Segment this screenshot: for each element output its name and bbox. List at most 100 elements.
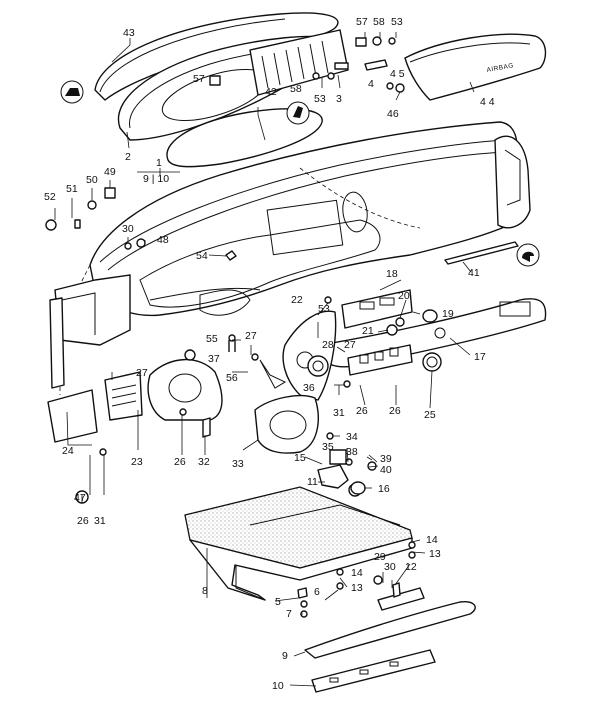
callout-26-center: 26 — [356, 405, 368, 417]
callout-20: 20 — [398, 290, 410, 302]
callout-24: 24 — [62, 445, 74, 457]
callout-31-center: 31 — [333, 407, 345, 419]
round-plug-19 — [422, 309, 438, 323]
callout-labels: 43 2 42 57 1 9 | 10 57 58 53 58 53 3 4 4… — [44, 16, 495, 692]
kneebar-24 — [47, 389, 98, 443]
callout-45: 4 5 — [390, 68, 405, 80]
callout-55: 55 — [206, 333, 218, 345]
callout-32: 32 — [198, 456, 210, 468]
callout-35: 35 — [322, 441, 334, 453]
clip-21 — [386, 324, 398, 336]
callout-28: 28 — [322, 339, 334, 351]
speaker-28 — [307, 355, 329, 377]
callout-13-right: 13 — [429, 548, 441, 560]
callout-42: 42 — [265, 86, 277, 98]
lhd-car-icon — [60, 80, 84, 104]
grab-handle-9 — [304, 600, 476, 659]
right-side-end-piece — [494, 135, 531, 229]
callout-49: 49 — [104, 166, 116, 178]
fasteners — [45, 36, 416, 618]
callout-13-bottom: 13 — [351, 582, 363, 594]
leader-lines — [54, 32, 475, 687]
speaker-grille-33 — [254, 395, 319, 454]
callout-40: 40 — [380, 464, 392, 476]
callout-21: 21 — [362, 325, 374, 337]
callout-52: 52 — [44, 191, 56, 203]
callout-6: 6 — [314, 586, 320, 598]
callout-9-10: 9 | 10 — [143, 173, 169, 185]
hinge-12 — [377, 587, 425, 611]
seal-42 — [166, 108, 323, 168]
callout-53-top: 53 — [391, 16, 403, 28]
small-badge-57 — [209, 75, 221, 86]
airbag-label: AIRBAG — [486, 62, 514, 74]
trim-strip-41 — [444, 241, 519, 265]
callout-1: 1 — [156, 157, 162, 169]
callout-46: 46 — [387, 108, 399, 120]
callout-34: 34 — [346, 431, 358, 443]
callout-12: 12 — [405, 561, 417, 573]
callout-54: 54 — [196, 250, 208, 262]
center-console-22 — [282, 310, 337, 401]
callout-2: 2 — [125, 151, 131, 163]
callout-25: 25 — [424, 409, 436, 421]
glovebox-lid-8 — [184, 486, 413, 601]
callout-14-bottom: 14 — [351, 567, 363, 579]
callout-36: 36 — [303, 382, 315, 394]
callout-58-top: 58 — [373, 16, 385, 28]
callout-16: 16 — [378, 483, 390, 495]
callout-14-right: 14 — [426, 534, 438, 546]
callout-26-left: 26 — [174, 456, 186, 468]
round-vent-25 — [422, 352, 442, 372]
callout-23: 23 — [131, 456, 143, 468]
bracket-rail-10 — [311, 649, 436, 693]
switch-panel-18 — [341, 289, 413, 329]
callout-57-top: 57 — [356, 16, 368, 28]
callout-30-left: 30 — [122, 223, 134, 235]
rhd-car-icon — [286, 101, 310, 125]
callout-7: 7 — [286, 608, 292, 620]
arrow-icon — [516, 243, 540, 267]
callout-37: 37 — [208, 353, 220, 365]
callout-26-right: 26 — [389, 405, 401, 417]
callout-10: 10 — [272, 680, 284, 692]
callout-33: 33 — [232, 458, 244, 470]
callout-56: 56 — [226, 372, 238, 384]
callout-39: 39 — [380, 453, 392, 465]
clip-20 — [395, 317, 405, 327]
left-side-bracket — [49, 274, 131, 389]
callout-53-center: 53 — [318, 303, 330, 315]
callout-57-cluster: 57 — [193, 73, 205, 85]
callout-38: 38 — [346, 446, 358, 458]
callout-8: 8 — [202, 585, 208, 597]
callout-22: 22 — [291, 294, 303, 306]
callout-31-left: 31 — [94, 515, 106, 527]
callout-44: 4 4 — [480, 96, 495, 108]
callout-48: 48 — [157, 234, 169, 246]
callout-27-center: 27 — [245, 330, 257, 342]
callout-41: 41 — [468, 267, 480, 279]
switch-plate — [347, 344, 413, 376]
airbag-cover: AIRBAG — [404, 33, 547, 101]
callout-58-mid: 58 — [290, 83, 302, 95]
callout-5: 5 — [275, 596, 281, 608]
vent-housing-23 — [104, 371, 143, 421]
callout-19: 19 — [442, 308, 454, 320]
callout-17: 17 — [474, 351, 486, 363]
callout-47: 47 — [74, 492, 86, 504]
callout-27-right: 27 — [344, 339, 356, 351]
callout-4: 4 — [368, 78, 374, 90]
callout-50: 50 — [86, 174, 98, 186]
callout-53-mid: 53 — [314, 93, 326, 105]
callout-15: 15 — [294, 452, 306, 464]
callout-27-left: 27 — [136, 367, 148, 379]
air-duct-23 — [147, 358, 223, 421]
knob-16 — [350, 481, 366, 495]
callout-9: 9 — [282, 650, 288, 662]
callout-43: 43 — [123, 27, 135, 39]
callout-26-bottom: 26 — [77, 515, 89, 527]
air-vent-grille — [249, 29, 349, 96]
callout-3: 3 — [336, 93, 342, 105]
callout-18: 18 — [386, 268, 398, 280]
